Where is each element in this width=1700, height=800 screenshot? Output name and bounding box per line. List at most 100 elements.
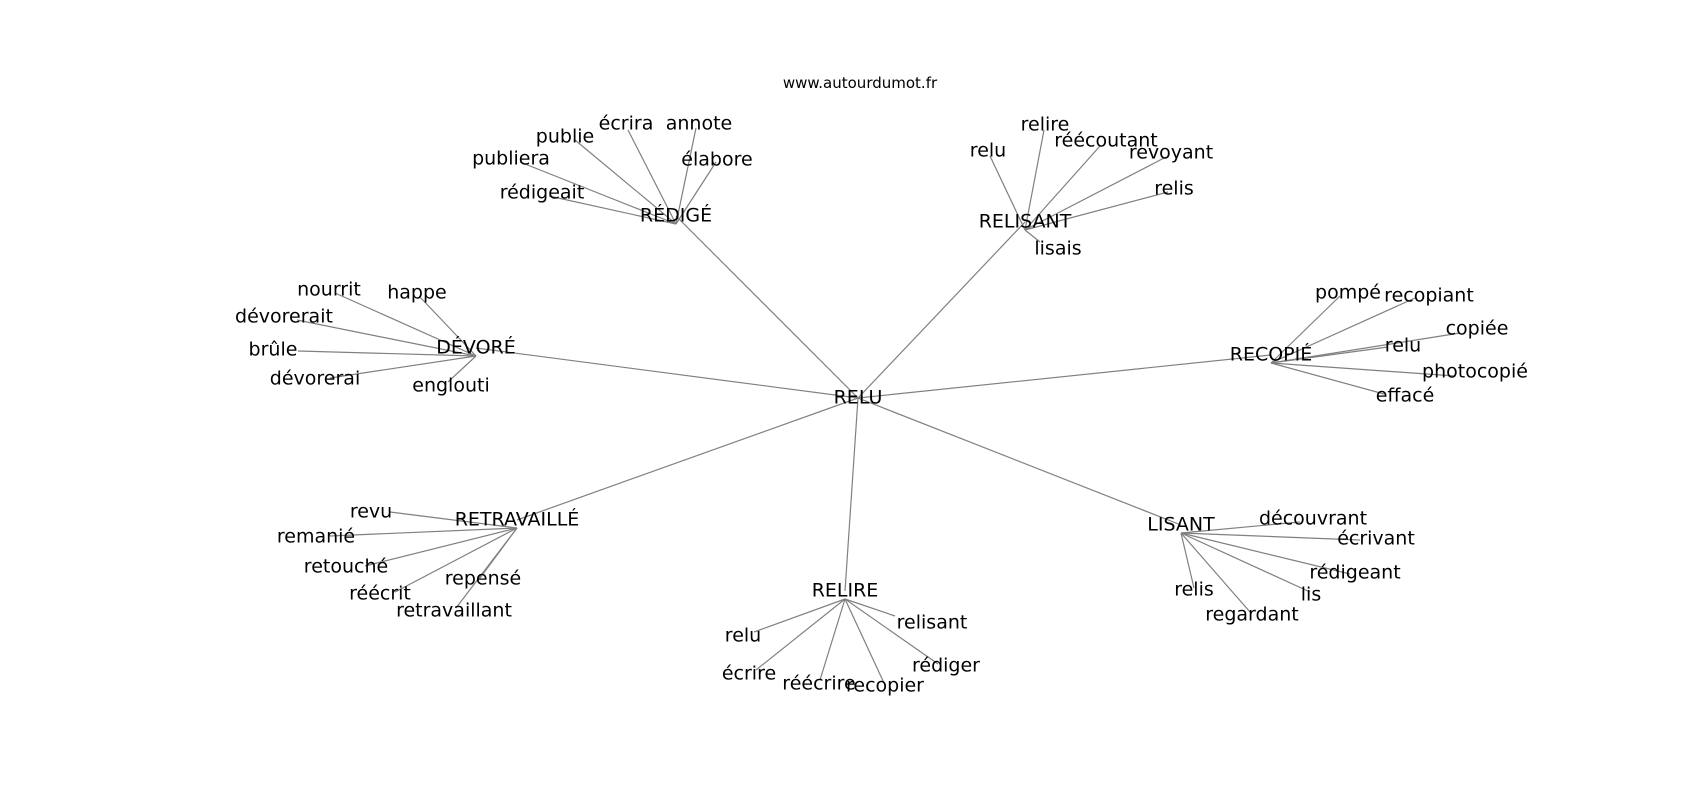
- hub-leaf-edge: [844, 598, 885, 684]
- leaf-node: relisant: [897, 612, 968, 634]
- hub-leaf-edge: [1180, 532, 1251, 613]
- leaf-node: lisais: [1034, 238, 1081, 260]
- leaf-node: englouti: [412, 375, 489, 397]
- hub-leaf-edge: [519, 161, 677, 225]
- leaf-node: retouché: [304, 556, 388, 578]
- hub-node: RELISANT: [979, 211, 1072, 233]
- hub-node: RECOPIÉ: [1230, 343, 1313, 366]
- hub-leaf-edge: [447, 355, 477, 383]
- leaf-node: retravaillant: [396, 600, 512, 622]
- hub-leaf-edge: [1024, 156, 1167, 231]
- hub-leaf-edge: [455, 527, 518, 609]
- leaf-node: relu: [725, 625, 761, 647]
- leaf-node: photocopié: [1422, 361, 1528, 383]
- leaf-node: revu: [350, 501, 392, 523]
- hub-leaf-edge: [334, 292, 477, 357]
- hub-leaf-edge: [675, 161, 717, 225]
- leaf-node: regardant: [1205, 604, 1298, 626]
- hub-leaf-edge: [675, 127, 697, 225]
- hub-leaf-edge: [755, 598, 846, 671]
- hub-leaf-edge: [329, 355, 477, 379]
- hub-leaf-edge: [419, 296, 477, 357]
- hub-leaf-edge: [364, 527, 518, 567]
- leaf-node: découvrant: [1259, 508, 1367, 530]
- leaf-node: remanié: [277, 526, 355, 548]
- site-url: www.autourdumot.fr: [783, 74, 938, 92]
- hub-leaf-edge: [1270, 332, 1461, 364]
- leaf-node: rédigeait: [500, 182, 585, 204]
- leaf-node: happe: [387, 282, 447, 304]
- hub-leaf-edge: [296, 319, 477, 357]
- center-node: RELU: [834, 387, 883, 409]
- leaf-node: pompé: [1315, 282, 1381, 304]
- leaf-node: rédigeant: [1309, 562, 1400, 584]
- hub-leaf-edge: [394, 527, 518, 593]
- leaf-node: recopiant: [1384, 285, 1474, 307]
- hub-leaf-edge: [1180, 532, 1311, 593]
- leaf-node: dévorerait: [235, 306, 333, 328]
- leaf-node: relu: [1385, 335, 1421, 357]
- hub-leaf-edge: [1180, 532, 1361, 541]
- hub-node: RETRAVAILLÉ: [455, 508, 580, 531]
- hub-leaf-edge: [1024, 191, 1169, 231]
- hub-leaf-edge: [548, 195, 677, 225]
- hub-leaf-edge: [1024, 145, 1101, 231]
- hub-node: LISANT: [1147, 514, 1215, 536]
- leaf-node: dévorerai: [270, 368, 360, 390]
- leaf-node: relis: [1174, 579, 1214, 601]
- center-hub-edge: [516, 397, 859, 521]
- leaf-node: écrira: [599, 113, 654, 135]
- graph-edges: [296, 127, 1461, 684]
- leaf-node: repensé: [445, 568, 521, 590]
- hub-leaf-edge: [1024, 229, 1041, 243]
- hub-leaf-edge: [329, 527, 518, 537]
- leaf-node: relis: [1154, 178, 1194, 200]
- hub-leaf-edge: [1270, 346, 1389, 364]
- leaf-node: élabore: [681, 149, 752, 171]
- hub-leaf-edge: [627, 129, 677, 225]
- leaf-node: recopier: [846, 675, 924, 697]
- hub-leaf-edge: [1270, 297, 1416, 364]
- center-hub-edge: [857, 221, 1026, 399]
- leaf-node: relu: [970, 140, 1006, 162]
- leaf-node: publiera: [472, 148, 550, 170]
- leaf-node: rédiger: [912, 655, 980, 677]
- leaf-node: réécoutant: [1054, 130, 1157, 152]
- leaf-node: effacé: [1376, 385, 1435, 407]
- hub-leaf-edge: [389, 511, 518, 529]
- center-hub-edge: [857, 397, 1182, 526]
- leaf-node: revoyant: [1129, 142, 1213, 164]
- hub-leaf-edge: [574, 139, 677, 225]
- hub-leaf-edge: [1270, 362, 1456, 377]
- leaf-node: relire: [1021, 114, 1070, 136]
- leaf-node: nourrit: [297, 279, 361, 301]
- leaf-node: écrivant: [1337, 528, 1415, 550]
- hub-leaf-edge: [1180, 532, 1351, 575]
- center-hub-edge: [844, 397, 859, 592]
- leaf-node: copiée: [1446, 318, 1509, 340]
- hub-leaf-edge: [297, 350, 477, 357]
- hub-leaf-edge: [844, 598, 896, 617]
- hub-leaf-edge: [1024, 129, 1045, 231]
- leaf-node: brûle: [249, 339, 298, 361]
- hub-node: RELIRE: [812, 580, 879, 602]
- leaf-node: réécrit: [349, 583, 411, 605]
- hub-leaf-edge: [819, 598, 846, 681]
- leaf-node: lis: [1301, 584, 1321, 606]
- center-hub-edge: [475, 347, 859, 399]
- hub-leaf-edge: [989, 155, 1026, 231]
- center-hub-edge: [857, 354, 1272, 399]
- hub-leaf-edge: [753, 598, 846, 633]
- leaf-node: réécrire: [782, 673, 855, 695]
- hub-leaf-edge: [1270, 295, 1341, 364]
- hub-node: RÉDIGÉ: [640, 204, 712, 227]
- leaf-node: annote: [666, 113, 733, 135]
- hub-node: DÉVORÉ: [436, 336, 515, 359]
- hub-leaf-edge: [1180, 532, 1195, 589]
- hub-leaf-edge: [844, 598, 939, 665]
- hub-leaf-edge: [1180, 521, 1301, 534]
- hub-leaf-edge: [1270, 362, 1385, 395]
- leaf-node: écrire: [722, 663, 776, 685]
